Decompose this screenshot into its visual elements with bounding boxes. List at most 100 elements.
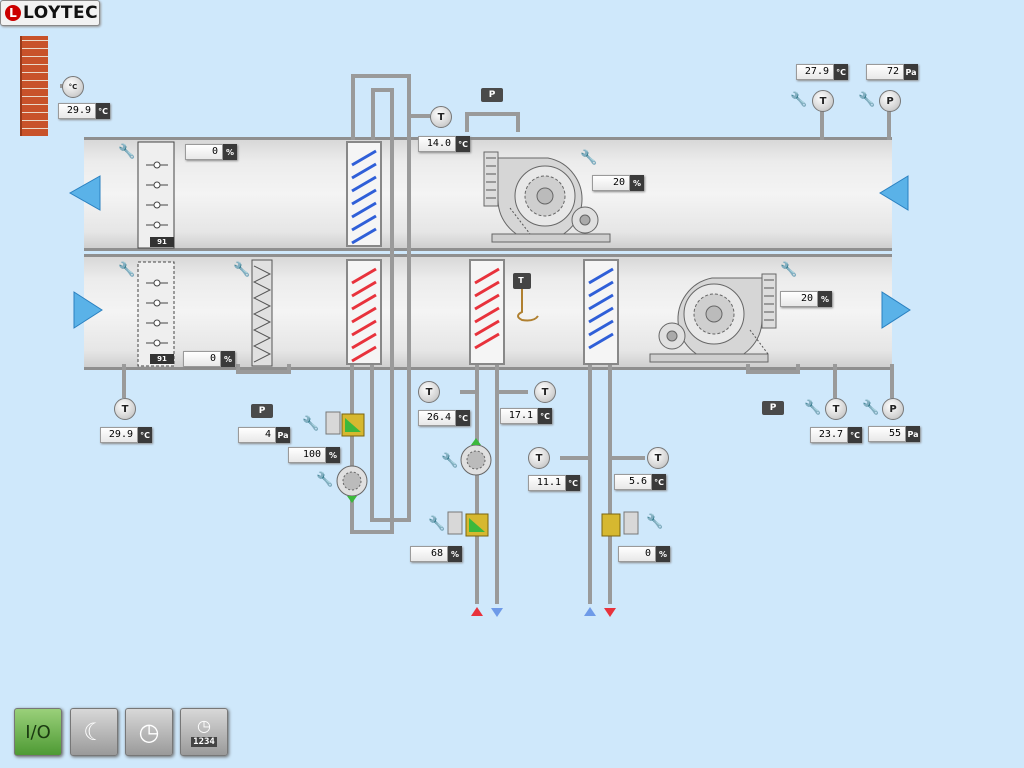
outdoor-temp-readout[interactable]: 29.9°C <box>58 103 110 119</box>
heating-return-temp-readout[interactable]: 17.1°C <box>500 408 552 424</box>
supply-recovery-coil <box>346 259 382 365</box>
filter-pressure-switch[interactable]: P <box>251 404 273 418</box>
heating-valve-readout[interactable]: 68% <box>410 546 462 562</box>
recovery-valve-unit: % <box>326 447 340 463</box>
heating-supply-temp-unit: °C <box>456 410 470 426</box>
supply-fan-readout[interactable]: 20% <box>780 291 832 307</box>
heating-pump <box>460 438 492 476</box>
exhaust-fan-wrench-icon[interactable]: 🔧 <box>580 150 598 166</box>
cooling-return-marker <box>604 608 616 617</box>
supply-fan <box>649 273 777 363</box>
cooling-valve-readout[interactable]: 0% <box>618 546 670 562</box>
cooling-return-temp-readout[interactable]: 5.6°C <box>614 474 666 490</box>
filter-wrench-icon[interactable]: 🔧 <box>233 262 251 278</box>
return-pressure-wrench-icon[interactable]: 🔧 <box>858 92 876 108</box>
supply-outlet-arrow <box>881 291 911 329</box>
heating-coil <box>469 259 505 365</box>
supply-damper-wrench-icon[interactable]: 🔧 <box>118 262 136 278</box>
return-temp-wrench-icon[interactable]: 🔧 <box>790 92 808 108</box>
exhaust-fan-readout[interactable]: 20% <box>592 175 644 191</box>
intake-temp-sensor-icon[interactable]: T <box>114 398 136 420</box>
supply-fan-unit: % <box>818 291 832 307</box>
cooling-supply-temp-readout[interactable]: 11.1°C <box>528 475 580 491</box>
supply-damper-value: 0 <box>183 351 221 367</box>
air-filter <box>251 259 273 367</box>
cooling-valve-wrench-icon[interactable]: 🔧 <box>646 514 664 530</box>
recovery-valve-value: 100 <box>288 447 326 463</box>
cooling-supply-temp-sensor-icon[interactable]: T <box>528 447 550 469</box>
supply-pressure-value: 55 <box>868 426 906 442</box>
intake-temp-value: 29.9 <box>100 427 138 443</box>
supply-pressure-wrench-icon[interactable]: 🔧 <box>862 400 880 416</box>
return-pressure-sensor-icon[interactable]: P <box>879 90 901 112</box>
heating-return-temp-sensor-icon[interactable]: T <box>534 381 556 403</box>
moon-icon: ☾ <box>83 718 105 746</box>
frost-sensor-label[interactable]: T <box>514 274 528 286</box>
heating-valve-wrench-icon[interactable]: 🔧 <box>428 516 446 532</box>
exhaust-temp-sensor-icon[interactable]: T <box>430 106 452 128</box>
cooling-supply-marker <box>584 607 596 616</box>
recovery-valve <box>325 411 365 437</box>
return-temp-unit: °C <box>834 64 848 80</box>
schedule-override-button[interactable]: ◷ <box>125 708 173 756</box>
exhaust-damper-badge: 91 <box>150 237 174 247</box>
supply-damper-readout[interactable]: 0% <box>183 351 235 367</box>
outdoor-temp-sensor-icon[interactable]: °C <box>62 76 84 98</box>
exhaust-fan-unit: % <box>630 175 644 191</box>
clock-icon: ◷ <box>197 716 211 735</box>
return-pressure-value: 72 <box>866 64 904 80</box>
io-button[interactable]: I/O <box>14 708 62 756</box>
supply-damper <box>137 261 175 367</box>
exhaust-temp-readout[interactable]: 14.0°C <box>418 136 470 152</box>
exhaust-damper-unit: % <box>223 144 237 160</box>
return-temp-readout[interactable]: 27.9°C <box>796 64 848 80</box>
exhaust-damper-readout[interactable]: 0% <box>185 144 237 160</box>
night-mode-button[interactable]: ☾ <box>70 708 118 756</box>
cooling-supply-temp-value: 11.1 <box>528 475 566 491</box>
fan-pressure-switch[interactable]: P <box>481 88 503 102</box>
heating-valve-unit: % <box>448 546 462 562</box>
supply-pressure-sensor-icon[interactable]: P <box>882 398 904 420</box>
supply-fan-value: 20 <box>780 291 818 307</box>
intake-temp-readout[interactable]: 29.9°C <box>100 427 152 443</box>
exhaust-damper <box>137 141 175 249</box>
return-temp-sensor-icon[interactable]: T <box>812 90 834 112</box>
supply-temp-value: 23.7 <box>810 427 848 443</box>
heating-return-marker <box>491 608 503 617</box>
recovery-pump-wrench-icon[interactable]: 🔧 <box>316 472 334 488</box>
supply-damper-badge: 91 <box>150 354 174 364</box>
timer-schedule-label: 1234 <box>191 737 217 747</box>
recovery-valve-wrench-icon[interactable]: 🔧 <box>302 416 320 432</box>
heating-supply-marker <box>471 607 483 616</box>
return-temp-value: 27.9 <box>796 64 834 80</box>
exhaust-temp-unit: °C <box>456 136 470 152</box>
heating-supply-temp-sensor-icon[interactable]: T <box>418 381 440 403</box>
recovery-valve-readout[interactable]: 100% <box>288 447 340 463</box>
clock-override-icon: ◷ <box>138 718 160 746</box>
supply-fan-pressure-switch[interactable]: P <box>762 401 784 415</box>
supply-fan-wrench-icon[interactable]: 🔧 <box>780 262 798 278</box>
supply-temp-sensor-icon[interactable]: T <box>825 398 847 420</box>
timer-schedule-button[interactable]: ◷ 1234 <box>180 708 228 756</box>
supply-temp-readout[interactable]: 23.7°C <box>810 427 862 443</box>
supply-damper-unit: % <box>221 351 235 367</box>
supply-temp-wrench-icon[interactable]: 🔧 <box>804 400 822 416</box>
outdoor-temp-unit: °C <box>96 103 110 119</box>
heating-valve-value: 68 <box>410 546 448 562</box>
supply-pressure-unit: Pa <box>906 426 920 442</box>
heating-pump-wrench-icon[interactable]: 🔧 <box>441 453 459 469</box>
supply-temp-unit: °C <box>848 427 862 443</box>
cooling-valve <box>601 511 639 537</box>
cooling-return-temp-sensor-icon[interactable]: T <box>647 447 669 469</box>
cooling-valve-unit: % <box>656 546 670 562</box>
heating-supply-temp-readout[interactable]: 26.4°C <box>418 410 470 426</box>
exhaust-damper-wrench-icon[interactable]: 🔧 <box>118 144 136 160</box>
intake-temp-unit: °C <box>138 427 152 443</box>
exhaust-outlet-arrow <box>68 175 101 211</box>
return-pressure-unit: Pa <box>904 64 918 80</box>
intake-arrow <box>73 291 103 329</box>
